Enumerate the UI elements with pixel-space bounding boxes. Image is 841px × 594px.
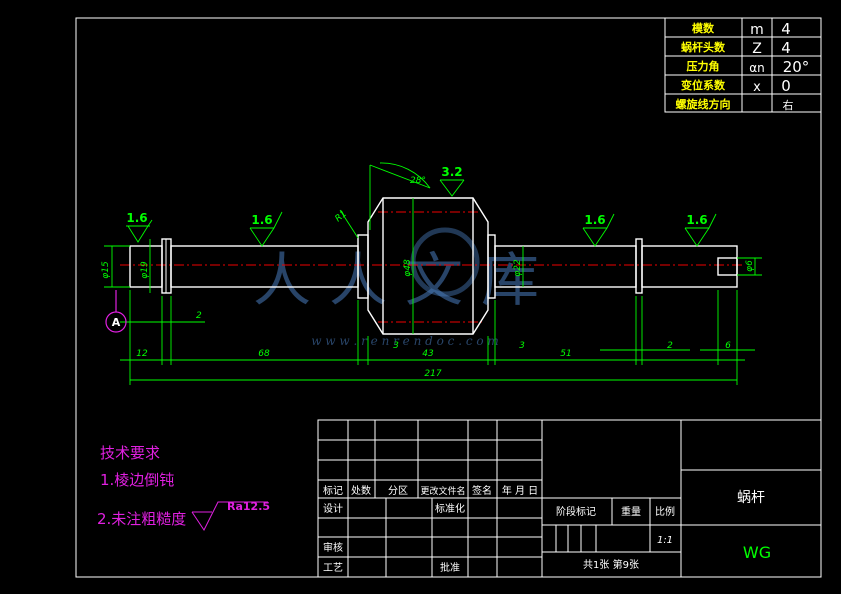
param-label-module: 模数 (692, 21, 715, 35)
watermark-text: 人人文库 (253, 246, 557, 314)
roughness-2: 1.6 (251, 213, 272, 227)
tb-biaozhunhua: 标准化 (435, 502, 465, 515)
dim-l6: 6 (725, 341, 731, 351)
param-label-starts: 蜗杆头数 (681, 40, 726, 54)
tb-gongyi: 工艺 (323, 562, 343, 574)
dim-d22: φ22 (513, 259, 523, 277)
tb-h-qianming: 签名 (472, 484, 492, 497)
dim-l43: 43 (422, 349, 434, 359)
tb-scale: 1:1 (657, 535, 673, 546)
shaft-outline (129, 197, 738, 335)
tb-h-gengai: 更改文件名 (420, 485, 465, 497)
tech-line1: 1.棱边倒钝 (100, 471, 174, 489)
tech-ra: Ra12.5 (227, 500, 270, 513)
parameter-table: 模数 蜗杆头数 压力角 变位系数 螺旋线方向 m Z αn x 4 4 20° … (664, 17, 822, 134)
param-label-helix: 螺旋线方向 (676, 97, 731, 111)
dim-angle: 28° (410, 176, 426, 186)
tech-title: 技术要求 (100, 444, 160, 462)
dim-d15: φ15 (101, 261, 111, 279)
tb-code: WG (743, 543, 771, 562)
dim-d6: φ6 (745, 260, 755, 272)
tb-h-fenqu: 分区 (388, 485, 408, 497)
dim-l51: 51 (560, 349, 571, 359)
param-symbol-module: m (750, 22, 764, 38)
dim-d48: φ48 (403, 259, 413, 277)
datum-label: A (112, 316, 121, 329)
tb-jieduan: 阶段标记 (556, 505, 596, 518)
param-symbol-starts: Z (752, 41, 762, 57)
title-block: 标记 处数 分区 更改文件名 签名 年 月 日 设计 标准化 审核 工艺 批准 … (317, 419, 822, 578)
param-value-starts: 4 (781, 39, 791, 57)
tb-h-biaoji: 标记 (323, 485, 343, 497)
tb-bili: 比例 (655, 505, 675, 518)
roughness-3: 3.2 (441, 165, 462, 179)
tb-sheets: 共1张 第9张 (583, 558, 639, 571)
watermark: 人人文库 w w w . r e n r e n d o c . c o m (253, 227, 557, 348)
param-symbol-pressure-angle: αn (749, 61, 765, 75)
dim-l3b: 3 (519, 341, 525, 351)
dim-l12: 12 (136, 349, 148, 359)
tb-zhongliang: 重量 (621, 505, 641, 518)
tb-shenhe: 审核 (323, 541, 343, 554)
param-value-helix: 右 (783, 98, 794, 112)
param-value-module: 4 (781, 20, 791, 38)
dim-l217: 217 (424, 369, 441, 379)
roughness-5: 1.6 (686, 213, 707, 227)
tb-sheji: 设计 (323, 502, 343, 515)
roughness-symbols: 1.6 1.6 3.2 1.6 1.6 (126, 165, 717, 247)
tb-h-chushu: 处数 (351, 484, 371, 497)
dim-l68: 68 (258, 349, 270, 359)
dim-l2b: 2 (667, 341, 673, 351)
dimensions: φ15 φ19 φ48 φ22 φ6 2 12 68 3 43 3 51 2 6… (101, 162, 762, 385)
watermark-url: w w w . r e n r e n d o c . c o m (311, 334, 499, 348)
technical-requirements: 技术要求 1.棱边倒钝 2.未注粗糙度 Ra12.5 (97, 444, 270, 531)
dim-l3a: 3 (393, 341, 399, 351)
tb-h-date: 年 月 日 (502, 484, 538, 497)
tb-pizhun: 批准 (440, 561, 460, 574)
dim-d19: φ19 (140, 261, 150, 279)
param-value-shift: 0 (781, 77, 791, 95)
dim-r1: R1 (334, 209, 350, 224)
tech-line2: 2.未注粗糙度 (97, 510, 186, 528)
param-symbol-shift: x (753, 80, 761, 95)
roughness-1: 1.6 (126, 211, 147, 225)
dim-l2a: 2 (196, 311, 202, 321)
datum-symbol: A (105, 290, 127, 333)
roughness-4: 1.6 (584, 213, 605, 227)
param-label-shift: 变位系数 (681, 78, 726, 92)
tb-part-name: 蜗杆 (737, 490, 765, 506)
param-value-pressure-angle: 20° (783, 58, 810, 76)
param-label-pressure-angle: 压力角 (687, 59, 720, 73)
